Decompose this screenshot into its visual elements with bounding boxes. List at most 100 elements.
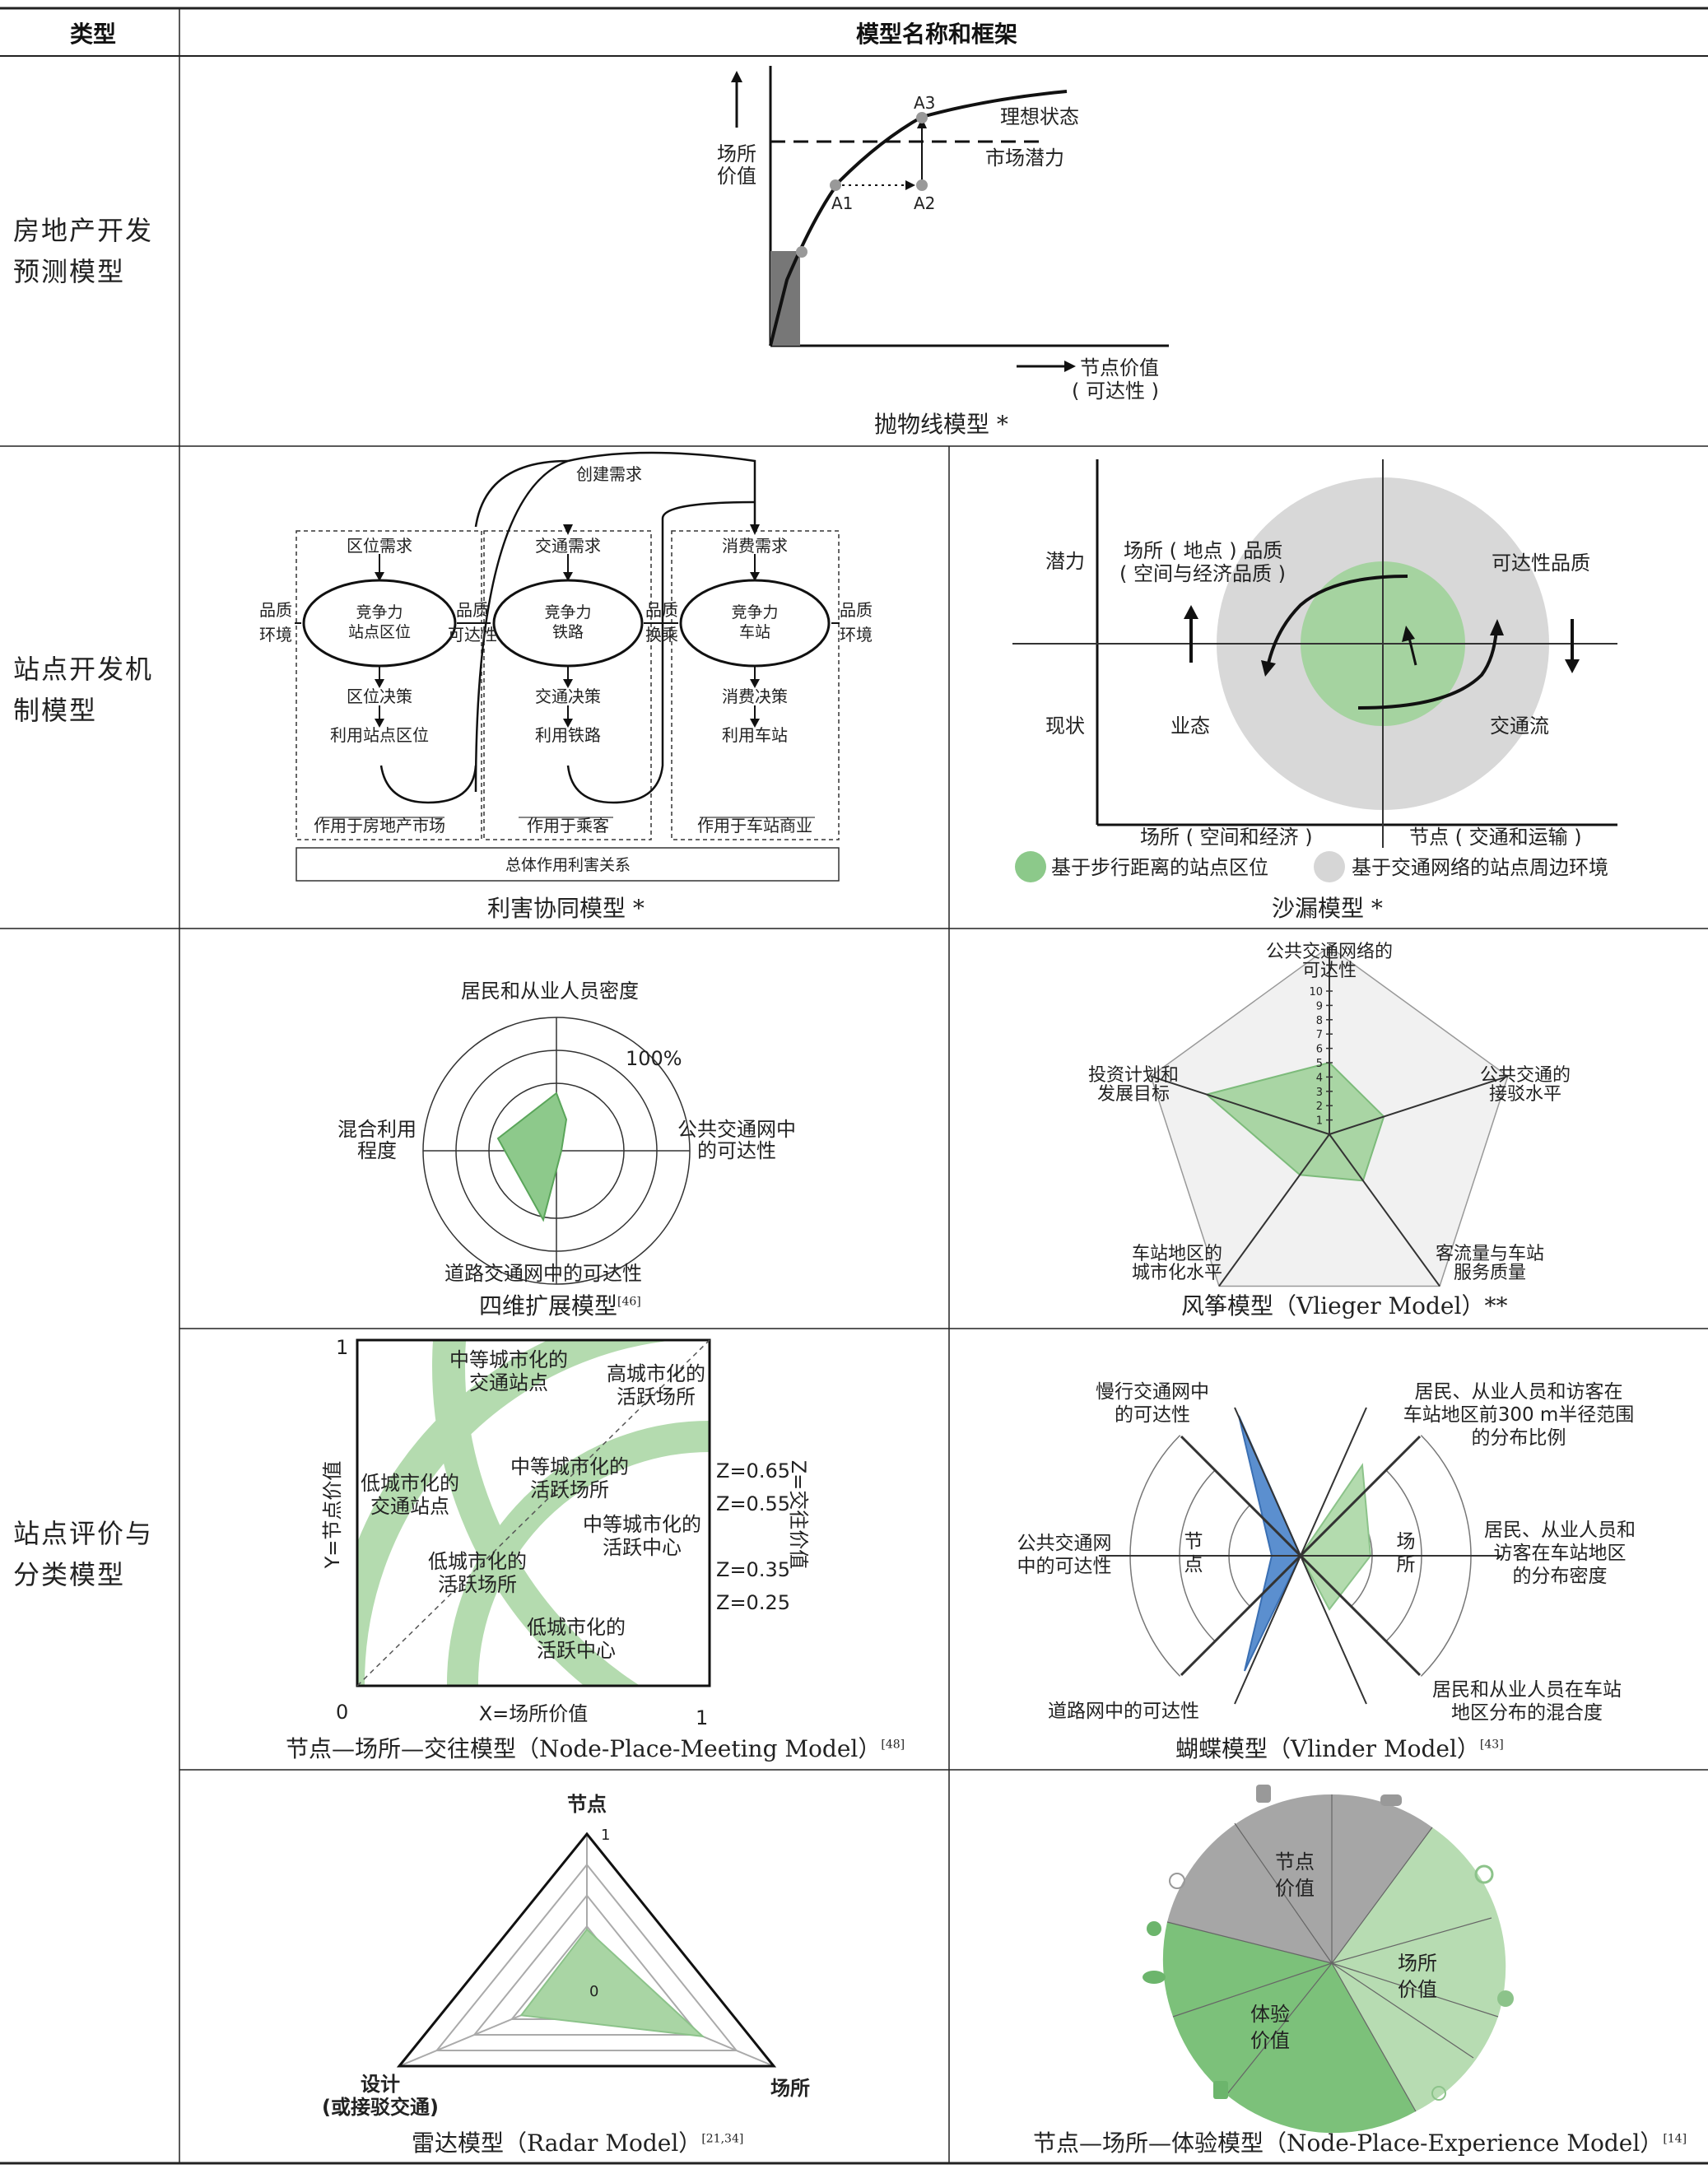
effect-2-label: 作用于乘客 [527,816,609,835]
region-2-b: 活跃场所 [617,1385,696,1408]
side-mid2-2: 换乘 [645,625,678,645]
butterfly-node-1: 节 [1184,1531,1203,1552]
butterfly-node-2: 点 [1184,1554,1203,1576]
radar-zero: 0 [589,1983,598,2000]
overall-label: 总体作用利害关系 [505,856,631,874]
header-model: 模型名称和框架 [856,21,1018,48]
potential-label: 潜力 [1045,550,1085,573]
butterfly-r-3: 的分布密度 [1513,1566,1608,1587]
caption-npe-ref: [14] [1663,2132,1687,2146]
radar-right: 场所 [770,2077,810,2100]
kite-tick-label: 2 [1316,1101,1323,1113]
butterfly-r-1: 居民、从业人员和 [1484,1520,1636,1541]
region-6-b: 活跃场所 [438,1573,517,1596]
header-type: 类型 [70,21,117,48]
side-left-2: 环境 [259,625,292,645]
core-2-line-1: 竞争力 [544,603,591,621]
x-left-label: 场所 ( 空间和经济 ) [1140,826,1313,849]
region-3-b: 交通站点 [370,1495,449,1518]
npm-z-label: Z=交往价值 [787,1460,810,1570]
side-right-1: 品质 [840,600,873,620]
region-4-b: 活跃场所 [530,1478,609,1501]
hourglass-diagram: 潜力 现状 场所 ( 地点 ) 品质 ( 空间与经济品质 ) 可达性品质 业态 … [1012,459,1617,882]
caption-four-dim-text: 四维扩展模型 [479,1292,618,1320]
row-type-1: 房地产开发预测模型 [13,215,154,287]
caption-npm-text: 节点—场所—交往模型（Node-Place-Meeting Model） [286,1735,882,1762]
z-065: Z=0.65 [716,1459,790,1482]
npe-node-1: 节点 [1275,1850,1315,1873]
kite-bl-1: 车站地区的 [1132,1244,1222,1264]
side-mid1-2: 可达性 [448,625,497,645]
z-025: Z=0.25 [716,1591,790,1614]
four-dim-right-2: 的可达性 [697,1139,776,1162]
core-1-line-2: 站点区位 [348,623,411,641]
place-quality-1: 场所 ( 地点 ) 品质 [1124,539,1282,562]
core-1-line-1: 竞争力 [356,603,403,621]
butterfly-bl: 道路网中的可达性 [1048,1701,1199,1722]
npe-exp-2: 价值 [1250,2029,1290,2052]
core-3-line-2: 车站 [739,623,770,641]
synergy-diagram: 创建需求 区位需求 交通需求 消费需求 竞争力 站点区位 竞争力 铁路 竞争力 … [259,451,873,882]
decision-3-label: 消费决策 [722,687,788,706]
side-right-2: 环境 [840,625,873,645]
caption-butterfly-ref: [43] [1479,1738,1504,1752]
kite-tick-label: 9 [1316,1000,1323,1012]
kite-tick-label: 7 [1316,1029,1323,1041]
target-icon [1474,1864,1494,1884]
market-potential-label: 市场潜力 [985,147,1064,170]
region-6-a: 低城市化的 [428,1550,527,1573]
region-5-a: 中等城市化的 [583,1513,701,1536]
caption-npe: 节点—场所—体验模型（Node-Place-Experience Model）[… [1033,2125,1687,2158]
legend-gray-label: 基于交通网络的站点周边环境 [1352,856,1608,879]
region-1-a: 中等城市化的 [449,1348,568,1371]
caption-radar-text: 雷达模型（Radar Model） [412,2129,702,2157]
kite-top-1: 公共交通网络的 [1266,942,1393,962]
parabola-y-label-2: 价值 [717,165,756,188]
caption-four-dim-ref: [46] [617,1295,641,1309]
radar-ring [435,1863,738,2051]
row-type-2: 站点开发机制模型 [13,654,154,726]
transport-demand-label: 交通需求 [535,536,601,556]
butterfly-tr-1: 居民、从业人员和访客在 [1415,1381,1623,1403]
core-2-line-2: 铁路 [552,623,584,641]
point-a3-label: A3 [914,93,935,113]
traffic-flow-label: 交通流 [1490,714,1549,738]
region-4-a: 中等城市化的 [510,1455,629,1478]
butterfly-tl-2: 的可达性 [1115,1404,1190,1426]
side-mid2-1: 品质 [645,600,678,620]
kite-tick-label: 10 [1309,986,1323,998]
butterfly-place-2: 所 [1397,1554,1416,1576]
kite-tick-label: 8 [1316,1015,1323,1027]
kite-br-1: 客流量与车站 [1436,1244,1544,1264]
kite-spoke [1218,1133,1330,1287]
butterfly-br-2: 地区分布的混合度 [1451,1702,1603,1724]
four-dim-left-1: 混合利用 [337,1118,417,1141]
business-label: 业态 [1170,714,1210,738]
kite-bl-2: 城市化水平 [1132,1263,1222,1283]
ideal-state-label: 理想状态 [1000,105,1079,128]
parabola-diagram: 场所 价值 节点价值 ( 可达性 ) 理想状态 市场潜力 A1 A2 A3 [717,66,1169,403]
npe-exp-1: 体验 [1250,2003,1290,2026]
kite-spoke [1329,1075,1509,1135]
parabola-x-label-2: ( 可达性 ) [1072,379,1159,403]
radar-top: 节点 [567,1793,607,1816]
side-mid1-1: 品质 [456,600,489,620]
butterfly-l-2: 中的可达性 [1017,1556,1112,1577]
npm-y-one: 1 [336,1336,348,1359]
caption-four-dim: 四维扩展模型[46] [479,1288,641,1321]
bike-icon [1169,1873,1185,1889]
npe-node-2: 价值 [1275,1877,1315,1900]
side-left-1: 品质 [259,600,292,620]
people-icon [1147,1921,1161,1936]
kite-right-2: 接驳水平 [1489,1084,1561,1105]
butterfly-tr-3: 的分布比例 [1472,1427,1566,1449]
caption-radar-ref: [21,34] [701,2132,744,2146]
caption-npe-text: 节点—场所—体验模型（Node-Place-Experience Model） [1033,2129,1664,2157]
core-3-line-1: 竞争力 [731,603,778,621]
decision-2-label: 交通决策 [535,687,601,706]
butterfly-tl-1: 慢行交通网中 [1096,1381,1209,1403]
radar-left-2: (或接驳交通) [322,2096,439,2119]
caption-radar: 雷达模型（Radar Model）[21,34] [412,2125,743,2158]
